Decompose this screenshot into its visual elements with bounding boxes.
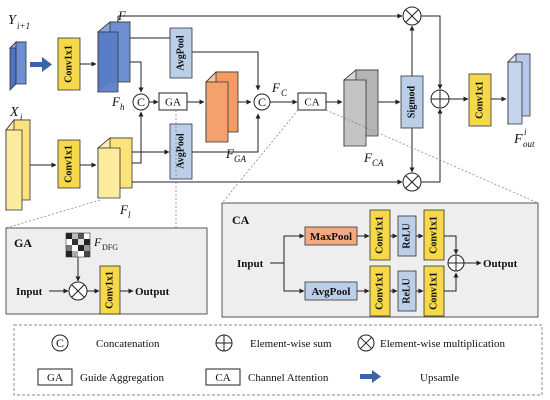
ca-bottom-conv2: Conv1x1: [423, 265, 445, 317]
ca-box-label: CA: [304, 97, 319, 109]
ga-box-label: GA: [165, 97, 181, 109]
ca-bottom-relu-label: ReLU: [401, 278, 412, 304]
sigmoid-label: Sigmod: [406, 85, 417, 118]
legend-upsample-arrow-icon: [360, 370, 381, 383]
ca-top-conv1-label: Conv1x1: [374, 216, 385, 254]
ca-maxpool-label: MaxPool: [310, 231, 352, 243]
fh-label: F: [111, 94, 121, 109]
ca-top-conv2: Conv1x1: [423, 209, 445, 261]
fc-label: F: [271, 80, 281, 95]
fga-label: F: [225, 146, 235, 161]
fga-block: [205, 71, 239, 143]
ca-sum: [447, 254, 465, 272]
concat-1: C: [132, 93, 150, 111]
y-subscript: i+1: [17, 21, 30, 31]
ca-output-label: Output: [483, 258, 518, 270]
legend-ca-abbr: CA: [215, 372, 230, 384]
ga-output-label: Output: [135, 286, 170, 298]
x-input-block: [5, 118, 31, 212]
avgpool-top-label: AvgPool: [175, 35, 186, 71]
ga-panel-title: GA: [14, 236, 32, 250]
legend-ca-label: Channel Attention: [248, 372, 329, 384]
legend-panel: [13, 324, 543, 396]
legend-ga-abbr: GA: [47, 372, 63, 384]
fout-superscript: i: [524, 127, 527, 137]
fout-label: F: [513, 132, 523, 147]
fh-block: [96, 21, 132, 93]
avgpool-bottom: AvgPool: [169, 123, 193, 180]
y-input-block: [9, 41, 27, 91]
avgpool-bottom-label: AvgPool: [175, 133, 186, 169]
multiply-bottom: [402, 172, 422, 192]
y-label: Y: [8, 13, 18, 28]
ca-top-relu-label: ReLU: [401, 223, 412, 249]
ca-top-conv2-label: Conv1x1: [428, 216, 439, 254]
x-label: X: [9, 105, 19, 120]
ca-bottom-conv1: Conv1x1: [369, 265, 391, 317]
fl-label: F: [119, 202, 129, 217]
ca-avgpool-label: AvgPool: [312, 286, 351, 298]
concat-1-symbol: C: [137, 95, 145, 109]
concat-2: C: [253, 93, 271, 111]
ga-conv: Conv1x1: [99, 265, 121, 315]
ca-box: CA: [297, 92, 327, 111]
fl-block: [96, 137, 134, 199]
fca-label: F: [363, 150, 373, 165]
ga-box: GA: [158, 92, 188, 111]
legend-ga-label: Guide Aggregation: [80, 372, 165, 384]
ca-bottom-conv2-label: Conv1x1: [428, 272, 439, 310]
legend-mult-label: Element-wise multiplication: [380, 338, 505, 350]
fh-subscript: h: [120, 102, 125, 112]
avgpool-top: AvgPool: [169, 27, 193, 79]
fl-subscript: l: [128, 210, 131, 220]
fout-subscript: out: [523, 139, 535, 149]
legend-concat-symbol: C: [56, 336, 64, 350]
ga-conv-label: Conv1x1: [104, 271, 115, 309]
ca-bottom-relu: ReLU: [397, 270, 417, 312]
ca-panel-title: CA: [232, 213, 250, 227]
fdfg-label: F: [93, 235, 102, 249]
sum-node: [430, 89, 450, 109]
legend-upsample-label: Upsamle: [420, 372, 459, 384]
conv-out: Conv1x1: [468, 73, 492, 127]
fdfg-subscript: DFG: [102, 243, 118, 252]
conv-out-label: Conv1x1: [474, 81, 485, 119]
conv-top: Conv1x1: [57, 37, 81, 91]
conv-bottom-label: Conv1x1: [63, 145, 74, 183]
legend-mult-icon: [357, 334, 375, 352]
ca-top-relu: ReLU: [397, 215, 417, 257]
fdfg-grid-icon: [65, 232, 91, 258]
ga-multiply: [68, 281, 88, 301]
fout-block: [507, 53, 531, 125]
conv-top-label: Conv1x1: [63, 45, 74, 83]
fca-subscript: CA: [372, 158, 384, 168]
conv-bottom: Conv1x1: [57, 139, 81, 189]
fca-block: [342, 69, 380, 147]
ca-bottom-conv1-label: Conv1x1: [374, 272, 385, 310]
concat-2-symbol: C: [258, 95, 266, 109]
fc-subscript: C: [281, 88, 288, 98]
fga-subscript: GA: [234, 154, 246, 164]
x-subscript: i: [20, 112, 23, 122]
ca-input-label: Input: [237, 258, 264, 270]
ga-input-label: Input: [16, 286, 43, 298]
legend-ga-box: GA: [37, 368, 73, 386]
ca-avgpool: AvgPool: [304, 281, 358, 301]
ca-top-conv1: Conv1x1: [369, 209, 391, 261]
legend-sum-icon: [215, 334, 233, 352]
legend-concat-label: Concatenation: [96, 338, 160, 350]
upsample-arrow-icon: [30, 57, 52, 72]
ca-maxpool: MaxPool: [304, 226, 358, 246]
legend-concat-icon: C: [51, 334, 69, 352]
multiply-top: [402, 6, 422, 26]
legend-sum-label: Element-wise sum: [250, 338, 332, 350]
legend-ca-box: CA: [205, 368, 241, 386]
sigmoid-box: Sigmod: [400, 75, 424, 129]
